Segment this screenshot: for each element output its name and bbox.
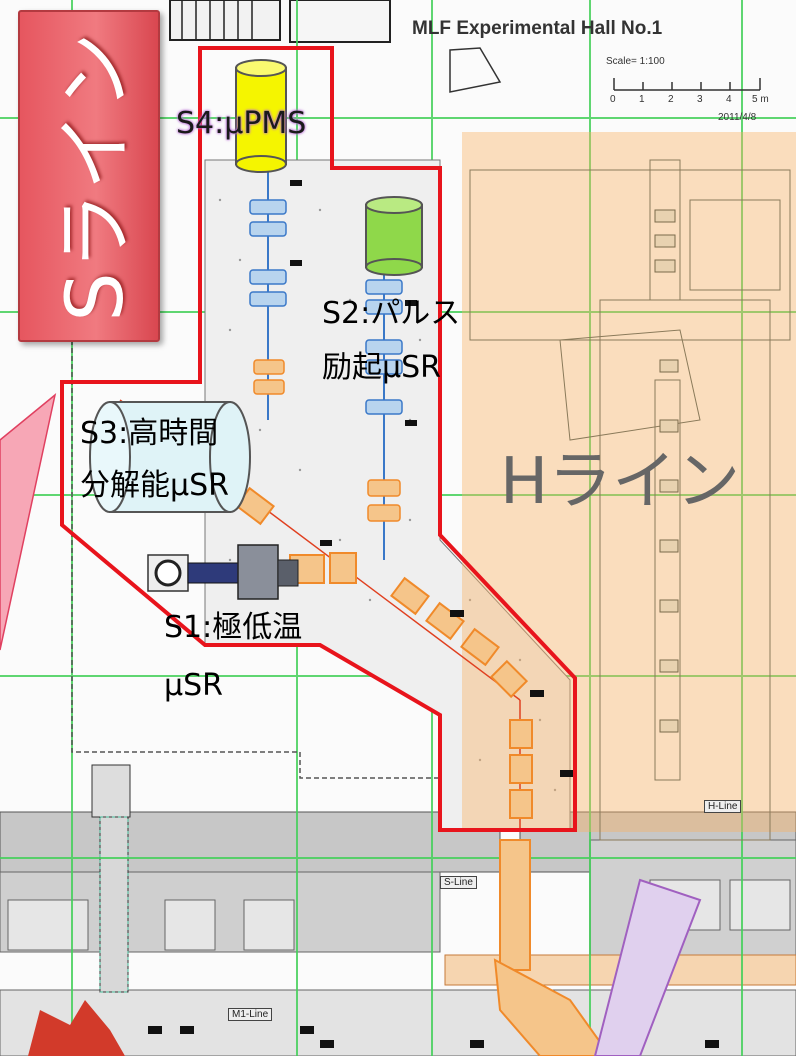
scale-label: Scale= 1:100 [606,56,665,67]
s3-label-line1: S3:高時間 [80,416,219,451]
s2-cylinder [365,196,423,276]
floor-slab-left [0,811,501,873]
m1-line-tag: M1-Line [228,1008,273,1021]
scale-tick-5: 5 m [752,94,769,105]
black-markers [148,180,719,1048]
s-line-banner: Sライン [18,10,160,342]
hall-title: MLF Experimental Hall No.1 [412,18,663,39]
hall-wall [71,300,440,779]
red-splash [28,1000,125,1056]
s3-cylinder [89,401,251,513]
s4-label: S4:μPMS [176,106,307,141]
scale-tick-1: 1 [639,94,645,105]
s4-cylinder [235,59,287,173]
column-top [91,764,131,818]
column-shaft [99,816,129,993]
s1-label-line1: S1:極低温 [164,610,303,645]
s-line-tag: S-Line [440,876,477,889]
scale-tick-4: 4 [726,94,732,105]
scale-tick-0: 0 [610,94,616,105]
s1-label-line2: μSR [164,668,223,703]
s-line-banner-text: Sライン [51,30,141,322]
scale-bar [613,78,761,91]
top-building [169,0,281,41]
north-marker [449,47,502,93]
h-line-structures [469,159,791,841]
hatch-blocks [7,879,791,951]
scale-tick-3: 3 [697,94,703,105]
s4-beamline [249,150,287,420]
s2-beamline [365,270,403,560]
scale-date: 2011/4/8 [718,112,757,123]
floor-slab-bottom [0,989,796,1056]
s3-pointer [0,393,57,651]
m1-beamline [493,839,702,1056]
s3-label-line2: 分解能μSR [80,468,229,503]
h-line-tag: H-Line [704,800,742,813]
s1-apparatus [147,544,299,600]
s2-label-line1: S2:パルス [322,296,461,331]
s-line-outline [60,46,577,832]
s2-label-line2: 励起μSR [322,350,441,385]
h-line-magnets [654,209,679,733]
h-line-zone [462,132,796,832]
top-building-2 [289,0,391,43]
scale-tick-2: 2 [668,94,674,105]
h-line-banner-text: Hライン [500,445,741,519]
